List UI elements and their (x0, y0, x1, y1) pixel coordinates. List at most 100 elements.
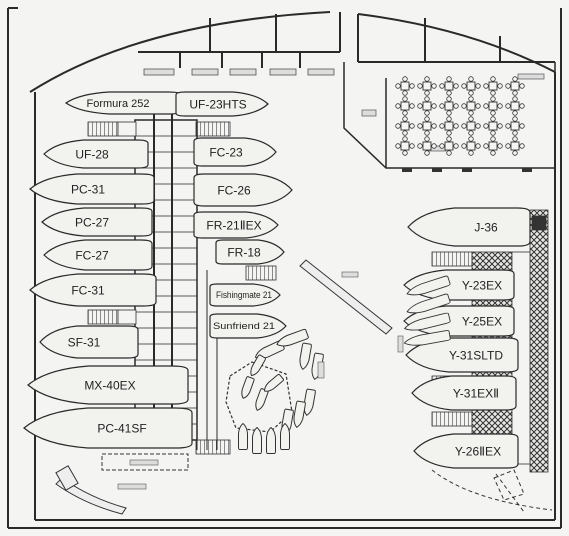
cafe-table (439, 136, 459, 156)
boat-label: Y-25EX (462, 314, 502, 328)
skiff-hull-0 (406, 275, 451, 296)
boat-label: Formura 252 (87, 98, 150, 110)
boat-right-2: Y-25EX (403, 305, 515, 337)
boat-center-1: FC-23 (193, 137, 277, 167)
bottom-right-arc (431, 469, 553, 513)
boat-label: Sunfriend 21 (213, 321, 275, 331)
cafe-table (395, 136, 415, 156)
lounge-area (343, 62, 556, 172)
boat-label: Y-23EX (462, 278, 502, 292)
cafe-table (395, 96, 415, 116)
boat-label: FC-27 (75, 248, 109, 262)
boat-left-5: FC-31 (29, 273, 157, 307)
cafe-table (417, 76, 437, 96)
boat-hull (29, 273, 157, 307)
boat-hull (23, 407, 193, 449)
cafe-table (505, 116, 525, 136)
boat-left-0: Formura 252 (64, 91, 181, 115)
small-boat-hull-5 (264, 373, 285, 392)
boat-left-7: MX-40EX (27, 365, 189, 405)
boat-hull (41, 207, 153, 237)
cafe-table (417, 136, 437, 156)
cafe-table (439, 96, 459, 116)
boat-label: FC-23 (209, 145, 243, 159)
cafe-table (461, 116, 481, 136)
boat-label: UF-28 (75, 147, 109, 161)
boat-hull (413, 433, 519, 469)
boat-hull (209, 283, 281, 307)
boat-label: FC-31 (71, 283, 105, 297)
cafe-table (483, 136, 503, 156)
small-boat-hull-4 (255, 388, 269, 411)
boat-center-4: FR-18 (215, 239, 285, 265)
small-boat-hull-13 (266, 426, 276, 454)
boat-hull (403, 305, 515, 337)
cafe-table (417, 116, 437, 136)
boat-hull (405, 337, 519, 373)
boat-label: Y-31EXⅡ (453, 386, 499, 400)
boat-center-6: Sunfriend 21 (209, 313, 287, 339)
small-boat-hull-7 (311, 352, 324, 380)
cafe-table (417, 96, 437, 116)
boat-left-8: PC-41SF (23, 407, 193, 449)
boat-left-4: FC-27 (43, 239, 153, 271)
cafe-table (395, 116, 415, 136)
small-boat-cluster (225, 328, 325, 454)
boat-label: FC-26 (217, 183, 251, 197)
boat-hull (193, 173, 293, 207)
small-boat-hull-11 (238, 422, 248, 450)
boat-hull (64, 91, 181, 115)
cafe-table (483, 76, 503, 96)
diagonal-ramp (299, 259, 404, 353)
boat-left-3: PC-27 (41, 207, 153, 237)
small-boat-hull-2 (250, 354, 266, 377)
boat-label: PC-27 (75, 215, 109, 229)
boat-right-1: Y-23EX (403, 269, 515, 301)
bottom-left-features (55, 453, 189, 515)
boat-hull (193, 137, 277, 167)
cafe-table (439, 116, 459, 136)
boat-label: J-36 (474, 220, 498, 234)
small-boat-hull-12 (252, 426, 262, 454)
small-boat-hull-3 (241, 376, 255, 399)
boat-right-4: Y-31EXⅡ (411, 375, 517, 411)
boat-hull (43, 239, 153, 271)
boat-hull (193, 211, 279, 239)
skiff-hull-1 (406, 293, 451, 314)
boat-layer: Formura 252UF-28PC-31PC-27FC-27FC-31SF-3… (23, 91, 531, 469)
small-boat-hull-1 (276, 328, 309, 347)
boat-label: UF-23HTS (189, 97, 246, 111)
cafe-table (461, 96, 481, 116)
small-boat-hull-6 (299, 342, 312, 370)
boat-label: PC-31 (71, 182, 105, 196)
boat-center-0: UF-23HTS (175, 91, 269, 117)
cafe-table (505, 96, 525, 116)
cafe-table (505, 136, 525, 156)
hall-outline (7, 7, 562, 529)
boat-hull (407, 207, 531, 247)
boat-left-6: SF-31 (39, 325, 139, 359)
small-boat-hull-14 (280, 422, 290, 450)
top-rooms-right (357, 14, 555, 63)
cafe-table (461, 136, 481, 156)
boat-center-2: FC-26 (193, 173, 293, 207)
boat-label: MX-40EX (84, 378, 135, 392)
cafe-table (483, 96, 503, 116)
boat-hull (175, 91, 269, 117)
boat-hull (27, 365, 189, 405)
boat-label: PC-41SF (97, 421, 146, 435)
boat-label: Fishingmate 21 (216, 290, 272, 300)
boat-label: SF-31 (68, 335, 101, 349)
boat-hull (411, 375, 517, 411)
small-boat-hull-8 (303, 388, 316, 416)
boat-right-5: Y-26ⅡEX (413, 433, 519, 469)
boat-right-0: J-36 (407, 207, 531, 247)
boat-label: FR-21ⅡEX (206, 218, 261, 232)
boat-label: Y-26ⅡEX (455, 444, 501, 458)
boat-center-3: FR-21ⅡEX (193, 211, 279, 239)
cafe-table (395, 76, 415, 96)
top-rooms-left (138, 12, 341, 68)
boat-right-3: Y-31SLTD (405, 337, 519, 373)
boat-center-5: Fishingmate 21 (209, 283, 281, 307)
